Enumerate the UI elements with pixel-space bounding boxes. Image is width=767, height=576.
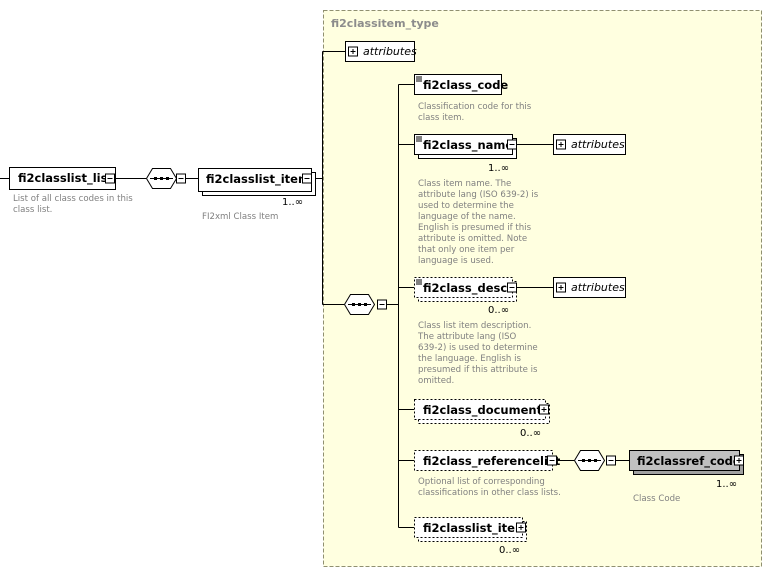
sequence-compositor[interactable]	[343, 294, 387, 315]
name-doc-line: that only one item per	[418, 245, 515, 255]
documents-element[interactable]: fi2class_documents	[414, 399, 550, 424]
attributes-group[interactable]: attributes	[553, 277, 626, 298]
attributes-group[interactable]: attributes	[345, 41, 417, 62]
descr-element-name: fi2class_descr	[423, 281, 513, 296]
referencelist-doc-line: classifications in other class lists.	[418, 488, 561, 498]
expand-icon[interactable]	[734, 455, 744, 466]
connectors	[0, 51, 629, 528]
referencelist-element-name: fi2class_referencelist	[423, 454, 561, 469]
type-box: fi2classitem_type	[323, 10, 762, 567]
name-doc-line: English is presumed if this	[418, 223, 532, 233]
collapse-icon[interactable]	[377, 299, 387, 310]
collapse-icon[interactable]	[507, 282, 517, 293]
root-doc-line: List of all class codes in this	[13, 194, 133, 204]
item-element[interactable]: fi2classlist_item	[198, 168, 316, 196]
code-doc-line: Classification code for this	[418, 102, 532, 112]
nested-item-occurs: 0..∞	[499, 545, 520, 556]
expand-icon[interactable]	[539, 404, 549, 415]
code-element-name: fi2class_code	[423, 78, 508, 93]
referencelist-doc-line: Optional list of corresponding	[418, 477, 545, 487]
code-doc-line: class item.	[418, 113, 464, 123]
descr-doc-line: omitted.	[418, 376, 454, 386]
collapse-icon[interactable]	[302, 173, 312, 184]
documents-occurs: 0..∞	[520, 428, 541, 439]
name-doc-line: attribute lang (ISO 639-2) is	[418, 190, 539, 200]
attributes-label: attributes	[363, 45, 417, 58]
attributes-group[interactable]: attributes	[553, 134, 626, 155]
attributes-label: attributes	[571, 138, 625, 151]
sequence-compositor[interactable]	[573, 450, 616, 471]
name-occurs: 1..∞	[488, 163, 509, 174]
item-element-name: fi2classlist_item	[206, 172, 310, 187]
descr-doc-line: 639-2) is used to determine	[418, 343, 538, 353]
collapse-icon[interactable]	[606, 455, 616, 466]
item-doc-line: FI2xml Class Item	[202, 212, 278, 222]
root-element[interactable]: fi2classlist_list	[9, 167, 116, 190]
documents-element-name: fi2class_documents	[423, 403, 549, 418]
name-element-name: fi2class_name	[423, 138, 513, 153]
classref-doc-line: Class Code	[633, 494, 680, 504]
name-element[interactable]: fi2class_name	[414, 134, 517, 159]
classref-element-name: fi2classref_code	[637, 454, 741, 469]
expand-icon[interactable]	[516, 522, 526, 533]
expand-icon[interactable]	[556, 139, 566, 150]
nested-item-element-name: fi2classlist_item	[423, 521, 527, 536]
root-doc-line: class list.	[13, 205, 52, 215]
attributes-label: attributes	[571, 281, 625, 294]
descr-doc-line: presumed if this attribute is	[418, 365, 538, 375]
name-doc-line: attribute is omitted. Note	[418, 234, 527, 244]
name-doc-line: Class item name. The	[418, 179, 511, 189]
collapse-icon[interactable]	[507, 139, 517, 150]
descr-doc-line: Class list item description.	[418, 321, 531, 331]
descr-doc-line: The attribute lang (ISO	[417, 332, 517, 342]
descr-occurs: 0..∞	[488, 305, 509, 316]
sequence-compositor[interactable]	[145, 168, 186, 189]
collapse-icon[interactable]	[105, 173, 115, 184]
type-title: fi2classitem_type	[331, 17, 439, 30]
item-occurs: 1..∞	[282, 197, 303, 208]
name-doc-line: used to determine the	[418, 201, 514, 211]
descr-element[interactable]: fi2class_descr	[414, 277, 517, 302]
classref-element[interactable]: fi2classref_code	[629, 450, 744, 475]
root-element-name: fi2classlist_list	[18, 171, 113, 186]
expand-icon[interactable]	[556, 282, 566, 293]
expand-icon[interactable]	[348, 46, 358, 57]
classref-occurs: 1..∞	[716, 479, 737, 490]
nested-item-element[interactable]: fi2classlist_item	[414, 517, 527, 542]
descr-doc-line: the language. English is	[418, 354, 521, 364]
code-element[interactable]: fi2class_code	[414, 74, 509, 95]
collapse-icon[interactable]	[176, 173, 186, 184]
collapse-icon[interactable]	[547, 455, 557, 466]
name-doc-line: language is used.	[418, 256, 494, 266]
name-doc-line: language of the name.	[418, 212, 516, 222]
referencelist-element[interactable]: fi2class_referencelist	[414, 450, 561, 471]
